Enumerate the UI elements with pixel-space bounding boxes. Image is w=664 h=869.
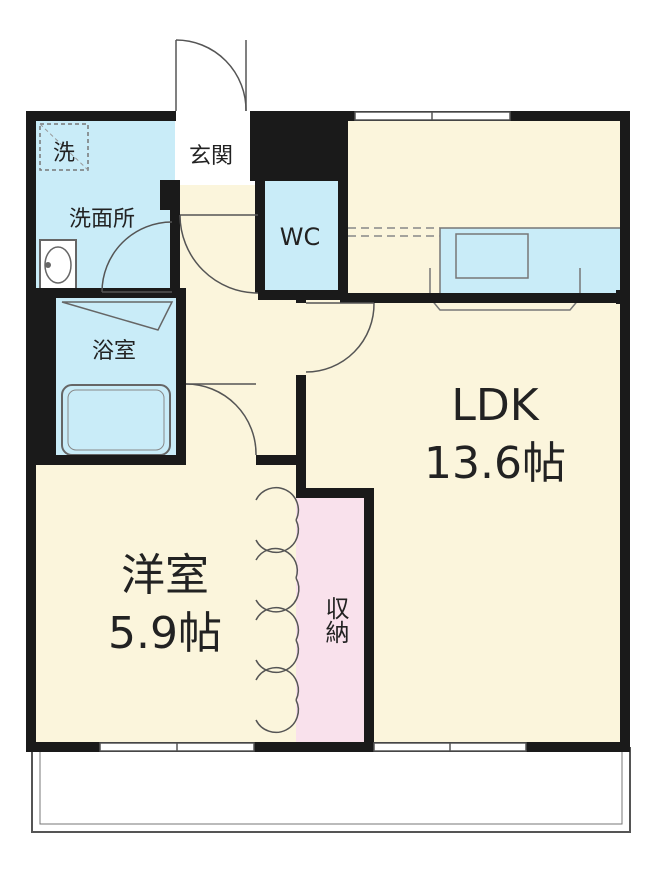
ldk-door-opening [296, 303, 306, 375]
storage-door-opening [296, 498, 306, 742]
wash-basin [39, 239, 77, 291]
ldk-size-label: 13.6帖 [424, 438, 566, 489]
storage-floor [304, 492, 366, 744]
washer-space [39, 123, 89, 171]
windows [99, 111, 527, 752]
bathtub [61, 384, 171, 456]
wc-label: WC [280, 223, 321, 251]
western-room-name-label: 洋室 [121, 550, 209, 601]
bathtub-inner [67, 389, 165, 451]
wc-floor [262, 180, 344, 290]
washer-label: 洗 [53, 141, 75, 166]
western-room-size-label: 5.9帖 [108, 608, 222, 659]
storage-label: 収納 [321, 596, 349, 644]
entrance-opening [176, 111, 250, 121]
doors [61, 39, 375, 734]
entrance-label: 玄関 [189, 144, 233, 169]
ldk-name-label: LDK [451, 380, 539, 431]
washroom-label: 洗面所 [69, 207, 135, 232]
balcony [31, 747, 631, 833]
western-room-floor [32, 462, 304, 744]
hall-bath-opening [186, 455, 256, 465]
bathroom-label: 浴室 [92, 339, 136, 364]
